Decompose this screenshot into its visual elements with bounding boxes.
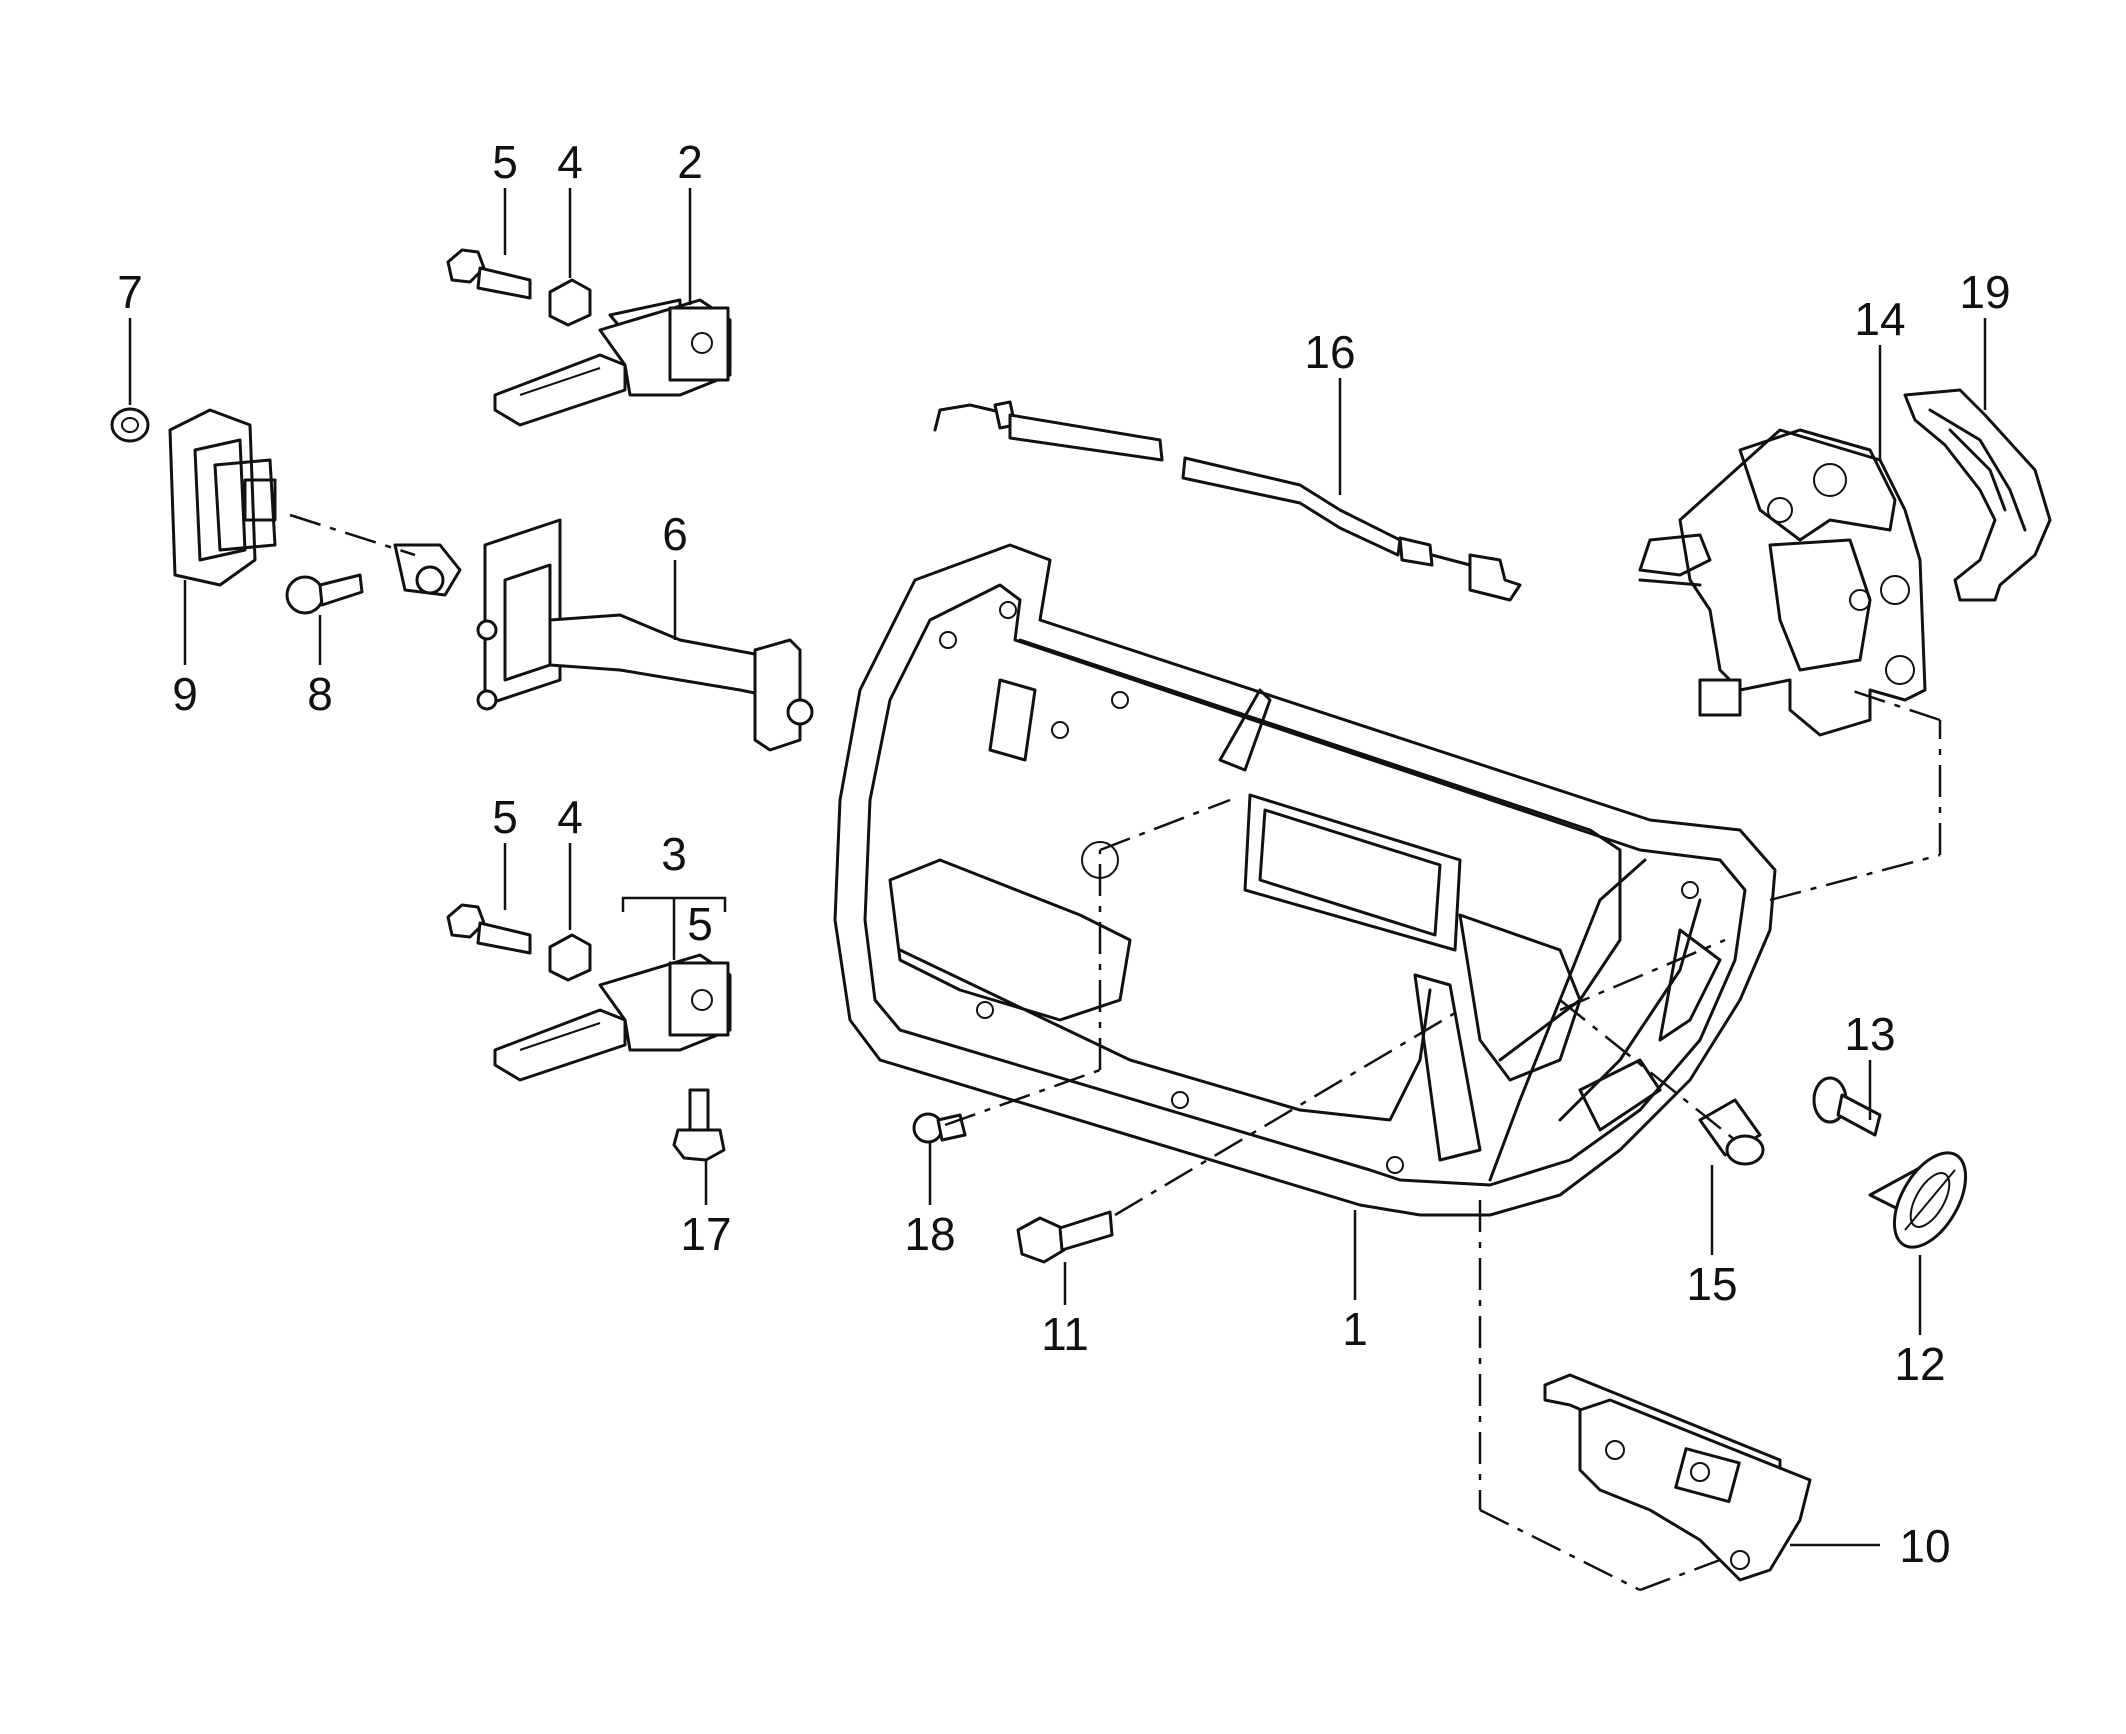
callout-18: 18 (904, 1208, 955, 1260)
lower-hinge (493, 953, 732, 1082)
door-mount-bolt (1016, 1210, 1114, 1264)
striker-washer (1868, 1151, 1968, 1249)
callout-14: 14 (1854, 293, 1905, 345)
callout-4-upper: 4 (557, 136, 583, 188)
hinge-nut-lower (548, 933, 592, 982)
callout-16: 16 (1304, 326, 1355, 378)
callout-7: 7 (117, 266, 143, 318)
lower-bracket (1543, 1373, 1812, 1582)
striker-screw (1812, 1076, 1882, 1137)
callout-5-upper: 5 (492, 136, 518, 188)
retaining-clip (912, 1112, 967, 1144)
rubber-seal (168, 408, 277, 587)
door-release-cable (933, 400, 1522, 602)
callout-12: 12 (1894, 1338, 1945, 1390)
hinge-bolt-upper (446, 248, 532, 300)
door-lock (1638, 428, 1927, 737)
lock-cover (1903, 388, 2052, 602)
callout-3: 3 (661, 828, 687, 880)
hinge-nut-upper (548, 278, 592, 327)
callout-9: 9 (172, 668, 198, 720)
seal-cap (110, 407, 150, 443)
hinge-bolt-lower (446, 903, 532, 955)
callout-8: 8 (307, 668, 333, 720)
callout-17: 17 (680, 1208, 731, 1260)
callout-labels: 1 2 3 4 4 5 5 5 6 7 8 9 10 11 12 13 14 1… (117, 136, 2010, 1572)
callout-15: 15 (1686, 1258, 1737, 1310)
callout-10: 10 (1899, 1520, 1950, 1572)
leader-lines (128, 188, 1987, 1547)
callout-6: 6 (662, 508, 688, 560)
door-shell (833, 543, 1777, 1217)
callout-19: 19 (1959, 266, 2010, 318)
callout-2: 2 (677, 136, 703, 188)
door-check-strap (393, 518, 814, 752)
callout-5-kit: 5 (687, 898, 713, 950)
assembly-lines (289, 513, 1942, 1592)
trim-screw (1698, 1098, 1765, 1166)
callout-5-lower: 5 (492, 791, 518, 843)
upper-hinge (493, 298, 732, 427)
callout-13: 13 (1844, 1008, 1895, 1060)
callout-11: 11 (1041, 1308, 1089, 1360)
hinge-mount-bolt (672, 1088, 726, 1162)
check-strap-screw (285, 573, 364, 615)
callout-4-lower: 4 (557, 791, 583, 843)
callout-1: 1 (1342, 1303, 1368, 1355)
